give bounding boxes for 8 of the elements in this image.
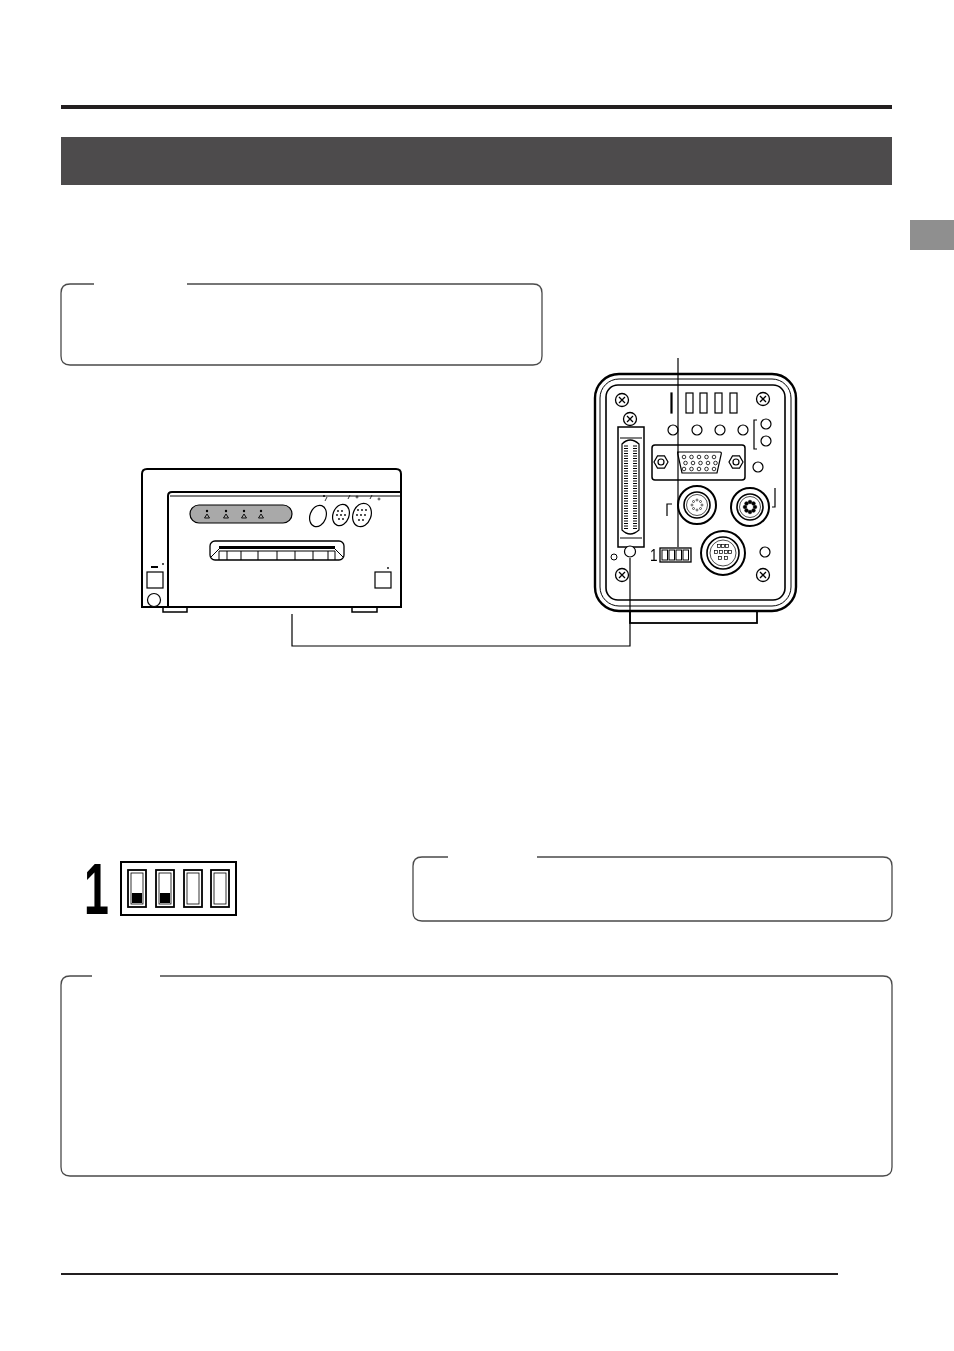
switch-position-number: 1 xyxy=(84,853,109,925)
dip-switch xyxy=(659,547,692,563)
leader-line xyxy=(677,357,679,548)
connector-socket xyxy=(617,426,645,558)
printer-drawing xyxy=(141,467,403,614)
switch-position-number: 1 xyxy=(650,547,658,564)
cable-line xyxy=(291,557,631,647)
title-bar xyxy=(61,137,892,185)
